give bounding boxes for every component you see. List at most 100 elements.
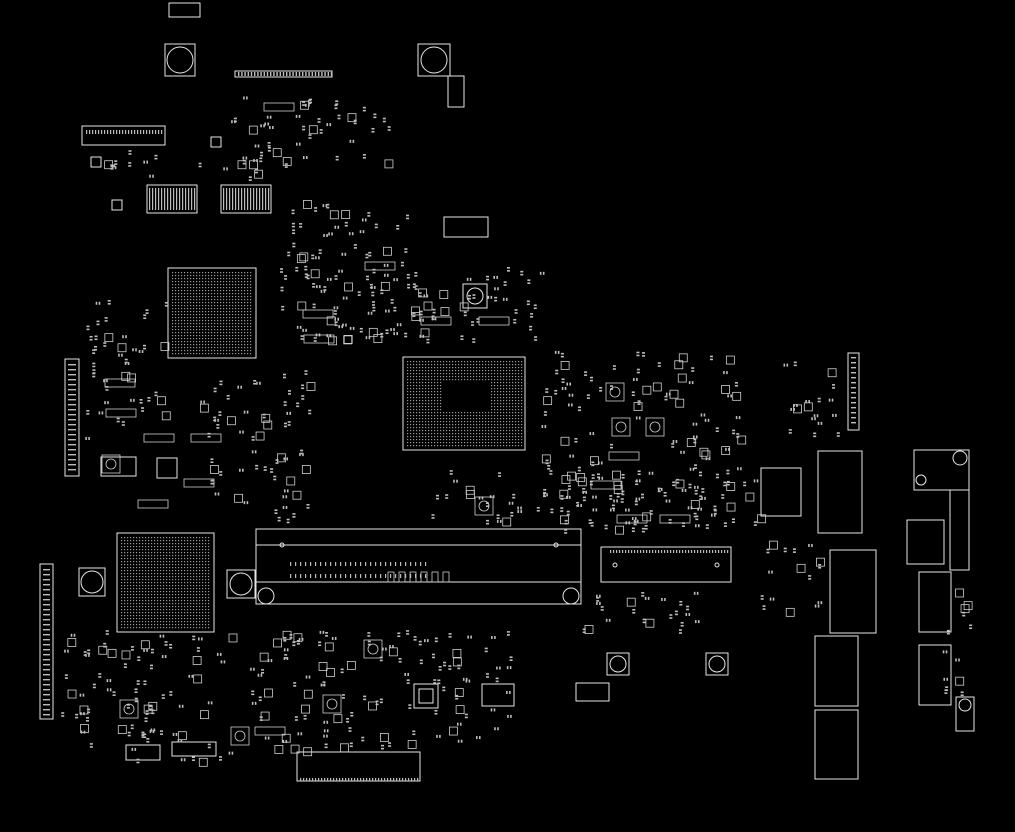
two-pad-component (420, 316, 452, 326)
smd-part (157, 396, 166, 406)
chip-right (760, 467, 802, 517)
two-pad-component (659, 514, 691, 524)
usb-port-3 (814, 635, 859, 707)
smd-part (107, 648, 117, 658)
smd-part (465, 485, 475, 495)
smd-part (310, 269, 320, 279)
smd-part (418, 288, 427, 298)
smd-part (160, 342, 170, 351)
left-small-square-3 (90, 156, 102, 168)
smd-part (261, 413, 271, 423)
smd-part (827, 368, 837, 378)
smd-part (452, 649, 462, 658)
smd-part (560, 436, 570, 446)
smd-part (368, 701, 377, 711)
smd-part (347, 113, 357, 123)
smd-part (677, 373, 687, 383)
lvds-connector (600, 546, 732, 583)
smd-part (227, 416, 236, 426)
smd-part (669, 389, 679, 399)
gpu (167, 267, 257, 359)
smd-part (732, 391, 742, 401)
smd-part (67, 638, 77, 647)
left-small-square (156, 457, 178, 479)
smd-part (346, 661, 356, 670)
mounting-hole-icon (226, 569, 256, 599)
smd-part (543, 396, 553, 406)
test-pad-ring (478, 500, 490, 512)
two-pad-component (364, 261, 396, 271)
usb-port-4 (814, 709, 859, 780)
smd-part (502, 517, 512, 527)
sodimm-pad (387, 571, 395, 583)
test-pad-ring (367, 643, 379, 655)
smd-part (282, 157, 292, 166)
sodimm-pad (442, 571, 450, 583)
test-pad (230, 726, 250, 746)
two-pad-component (478, 316, 510, 326)
smd-part (248, 125, 258, 135)
smd-part (200, 710, 209, 720)
sodimm-pad (420, 571, 428, 583)
left-small-square-4 (210, 136, 222, 148)
smd-part (955, 588, 964, 598)
test-pad (474, 496, 494, 516)
smd-part (725, 355, 735, 365)
sodimm-pad (409, 571, 417, 583)
smd-part (192, 656, 202, 665)
smd-part (318, 662, 328, 671)
test-pad (605, 382, 625, 402)
smd-part (626, 597, 636, 607)
smd-part (277, 453, 286, 463)
test-pad (645, 417, 665, 437)
mounting-hole-icon (417, 43, 451, 77)
two-pad-component (616, 514, 648, 524)
smd-part (652, 382, 662, 392)
bga-grid-icon (407, 361, 523, 447)
test-pad-ring (123, 703, 135, 715)
smd-part (140, 640, 150, 650)
bottom-chip (481, 683, 515, 707)
smd-part (383, 246, 392, 256)
smd-part (333, 714, 343, 724)
smd-part (439, 290, 449, 299)
left-small-square-2 (111, 199, 123, 211)
smd-part (726, 482, 736, 491)
smd-part (234, 493, 244, 503)
smd-part (328, 336, 337, 346)
smd-part (117, 725, 127, 734)
smd-part (785, 607, 795, 617)
smd-part (273, 638, 282, 648)
rj45-jack (913, 449, 970, 491)
smd-part (193, 674, 203, 684)
bga-grid-icon (121, 537, 210, 629)
lower-left-connector-1 (125, 744, 161, 761)
smd-part (384, 159, 394, 169)
smd-part (326, 316, 336, 326)
smd-part (380, 733, 389, 742)
smd-part (263, 420, 273, 430)
test-pad (322, 694, 342, 714)
two-pad-component (303, 334, 335, 344)
test-pad-ring (609, 386, 621, 398)
smd-part (963, 601, 973, 611)
smd-part (228, 633, 238, 643)
smd-part (388, 647, 398, 657)
smd-part (98, 645, 108, 655)
smd-part (541, 454, 551, 464)
two-pad-component (302, 309, 334, 319)
smd-part (675, 479, 685, 489)
left-top-connector (81, 125, 166, 146)
smd-part (721, 385, 730, 394)
test-pad (363, 639, 383, 659)
left-button (575, 682, 610, 702)
smd-part (121, 650, 131, 660)
smd-part (303, 747, 313, 757)
smd-part (793, 404, 802, 414)
smd-part (420, 328, 430, 338)
smd-part (737, 435, 747, 445)
smd-part (290, 744, 300, 754)
smd-part (296, 254, 306, 264)
smd-part (560, 515, 569, 525)
